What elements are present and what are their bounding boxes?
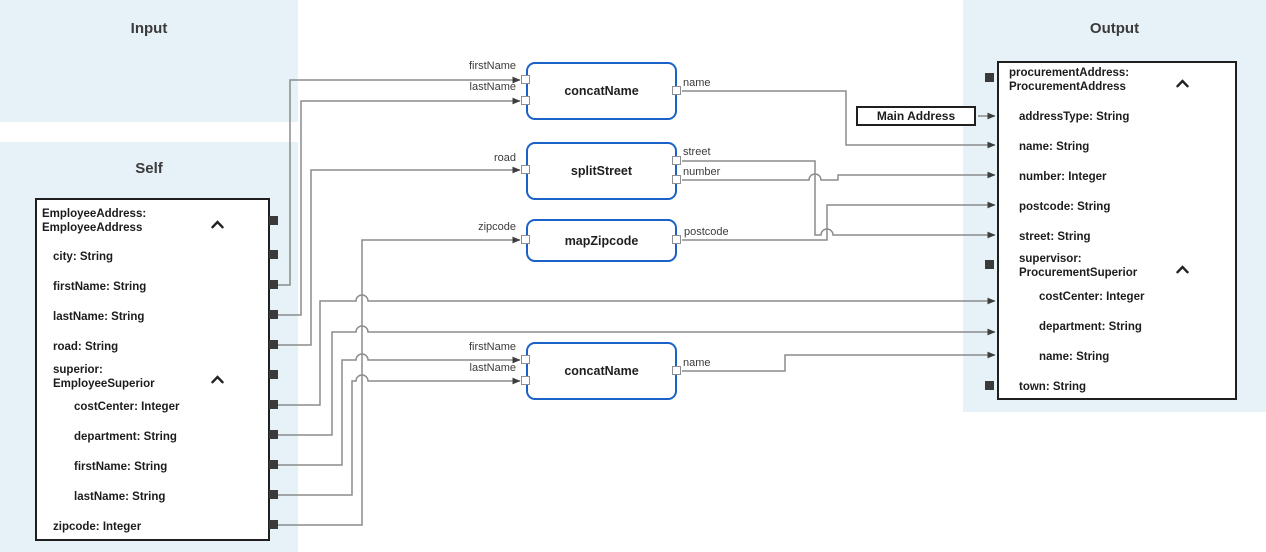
port-mapzipcode-in-zipcode[interactable] [521, 235, 530, 244]
wire-self-firstname-to-concatname1[interactable] [278, 76, 521, 286]
function-node-concatname-1[interactable]: concatName [526, 62, 677, 120]
function-label: concatName [564, 364, 639, 378]
field-row-city[interactable]: city: String [53, 251, 114, 263]
wire-self-road-to-splitstreet[interactable] [278, 166, 521, 346]
port-self-firstname2[interactable] [269, 460, 278, 469]
field-row-department[interactable]: department: String [1039, 321, 1142, 333]
wire-splitstreet-number-to-output-number[interactable] [682, 171, 996, 181]
chevron-up-icon[interactable] [211, 216, 224, 229]
field-label: superior: [53, 364, 103, 376]
field-row-department[interactable]: department: String [74, 431, 177, 443]
wire-superior-firstname-to-concatname2[interactable] [278, 353, 521, 466]
port-self-firstname[interactable] [269, 280, 278, 289]
field-row-procurementaddress[interactable]: procurementAddress: ProcurementAddress [1009, 66, 1129, 94]
field-row-number[interactable]: number: Integer [1019, 171, 1107, 183]
self-tree-box: EmployeeAddress: EmployeeAddress city: S… [35, 198, 270, 541]
panel-output-title: Output [1089, 20, 1140, 37]
port-output-town[interactable] [985, 381, 994, 390]
port-concatname1-out-name[interactable] [672, 86, 681, 95]
port-self-superior[interactable] [269, 370, 278, 379]
wire-concatname2-name-to-output-supervisor-name[interactable] [682, 351, 996, 372]
field-row-postcode[interactable]: postcode: String [1019, 201, 1111, 213]
field-row-road[interactable]: road: String [53, 341, 119, 353]
field-label: ProcurementSuperior [1019, 267, 1138, 279]
field-row-firstname2[interactable]: firstName: String [74, 461, 168, 473]
field-label: procurementAddress: [1009, 67, 1130, 79]
function-node-concatname-2[interactable]: concatName [526, 342, 677, 400]
field-row-town[interactable]: town: String [1019, 381, 1087, 393]
panel-input-title: Input [130, 20, 168, 37]
function-node-splitstreet[interactable]: splitStreet [526, 142, 677, 200]
chevron-up-icon[interactable] [1176, 75, 1189, 88]
port-splitstreet-out-number[interactable] [672, 175, 681, 184]
field-label: EmployeeAddress [42, 222, 143, 234]
wire-label-name2: name [683, 357, 711, 369]
wire-self-lastname-to-concatname1[interactable] [278, 97, 521, 316]
wire-splitstreet-street-to-output-street[interactable] [682, 160, 996, 239]
wire-label-lastname: lastName [469, 81, 516, 93]
wire-label-number: number [683, 166, 721, 178]
field-row-supervisor[interactable]: supervisor: ProcurementSuperior [1019, 252, 1137, 280]
field-label: EmployeeAddress: [42, 208, 147, 220]
output-tree-box: procurementAddress: ProcurementAddress a… [997, 61, 1237, 400]
chevron-up-icon[interactable] [1176, 261, 1189, 274]
port-concatname2-in-lastname[interactable] [521, 376, 530, 385]
port-self-lastname2[interactable] [269, 490, 278, 499]
field-row-costcenter[interactable]: costCenter: Integer [1039, 291, 1145, 303]
port-concatname1-in-firstname[interactable] [521, 75, 530, 84]
wire-self-zipcode-to-mapzipcode[interactable] [278, 236, 521, 526]
port-splitstreet-out-street[interactable] [672, 156, 681, 165]
wire-label-lastname2: lastName [469, 362, 516, 374]
wire-label-road: road [493, 152, 516, 164]
field-row-costcenter[interactable]: costCenter: Integer [74, 401, 180, 413]
field-row-zipcode[interactable]: zipcode: Integer [53, 521, 142, 533]
panel-input: Input [0, 0, 298, 122]
constant-main-address[interactable]: Main Address [856, 106, 976, 126]
port-self-department[interactable] [269, 430, 278, 439]
port-self-employeeaddress[interactable] [269, 216, 278, 225]
wire-label-street: street [683, 146, 711, 158]
function-node-mapzipcode[interactable]: mapZipcode [526, 219, 677, 262]
wire-label-name: name [683, 77, 711, 89]
wire-superior-department-to-output[interactable] [278, 325, 996, 436]
field-row-street[interactable]: street: String [1019, 231, 1091, 243]
wire-mapzipcode-postcode-to-output-postcode[interactable] [682, 201, 996, 241]
chevron-up-icon[interactable] [211, 371, 224, 384]
field-label: EmployeeSuperior [53, 378, 155, 390]
wire-label-zipcode: zipcode [478, 221, 516, 233]
port-splitstreet-in-road[interactable] [521, 165, 530, 174]
wire-superior-lastname-to-concatname2[interactable] [278, 374, 521, 496]
port-self-zipcode[interactable] [269, 520, 278, 529]
wire-superior-costcenter-to-output[interactable] [278, 294, 996, 406]
field-row-lastname[interactable]: lastName: String [53, 311, 145, 323]
port-self-lastname[interactable] [269, 310, 278, 319]
field-row-name2[interactable]: name: String [1039, 351, 1110, 363]
field-row-superior[interactable]: superior: EmployeeSuperior [53, 363, 155, 391]
field-label: ProcurementAddress [1009, 81, 1126, 93]
field-row-name[interactable]: name: String [1019, 141, 1090, 153]
field-row-firstname[interactable]: firstName: String [53, 281, 147, 293]
function-label: mapZipcode [564, 233, 639, 248]
field-row-lastname2[interactable]: lastName: String [74, 491, 166, 503]
function-label: concatName [564, 84, 639, 98]
wire-label-firstname2: firstName [468, 341, 516, 353]
wire-label-firstname: firstName [468, 60, 516, 72]
port-output-supervisor[interactable] [985, 260, 994, 269]
port-self-costcenter[interactable] [269, 400, 278, 409]
port-self-city[interactable] [269, 250, 278, 259]
port-concatname2-in-firstname[interactable] [521, 355, 530, 364]
panel-self-title: Self [135, 160, 163, 177]
field-row-employeeaddress[interactable]: EmployeeAddress: EmployeeAddress [42, 207, 146, 235]
function-label: splitStreet [570, 164, 633, 178]
field-label: supervisor: [1019, 253, 1082, 265]
wire-concatname1-name-to-output-name[interactable] [682, 90, 996, 149]
port-output-procurementaddress[interactable] [985, 73, 994, 82]
port-self-road[interactable] [269, 340, 278, 349]
wire-label-postcode: postcode [684, 226, 729, 238]
field-row-addresstype[interactable]: addressType: String [1019, 111, 1130, 123]
port-concatname2-out-name[interactable] [672, 366, 681, 375]
port-concatname1-in-lastname[interactable] [521, 96, 530, 105]
port-mapzipcode-out-postcode[interactable] [672, 235, 681, 244]
